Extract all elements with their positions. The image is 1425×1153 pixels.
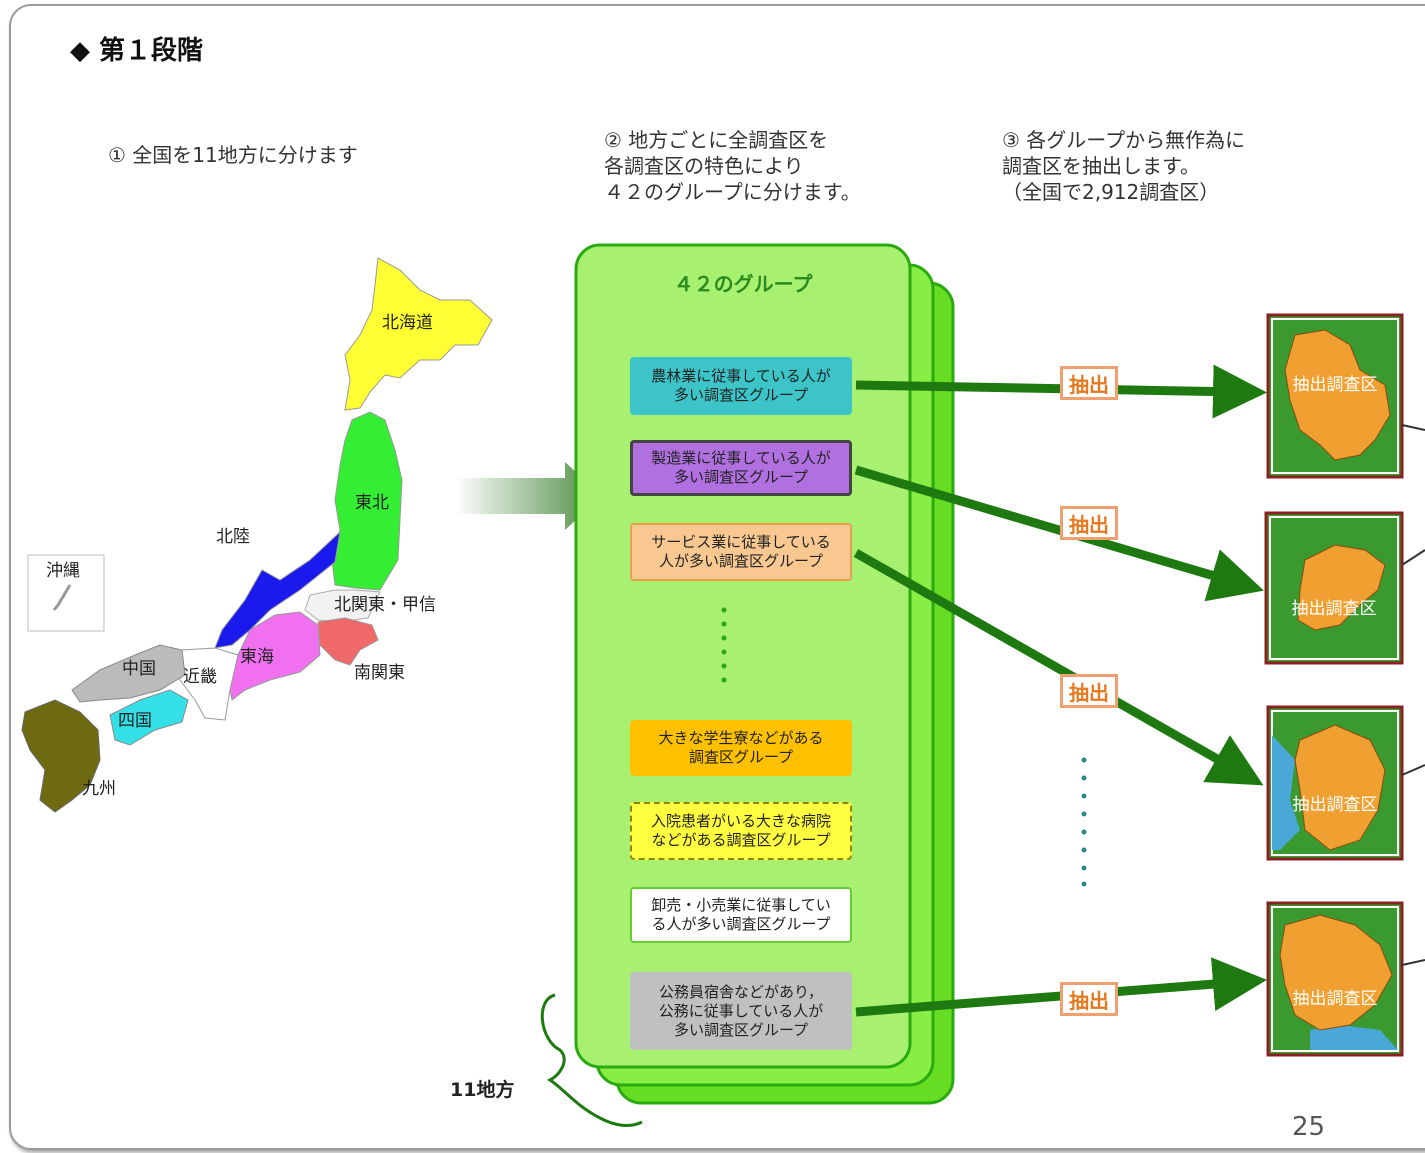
arrow-4 xyxy=(855,957,1267,1017)
japan-map xyxy=(21,257,493,813)
region-chugoku xyxy=(71,644,186,703)
region-minami-kanto xyxy=(317,617,379,666)
extract-ellipsis-dots xyxy=(1081,757,1087,887)
brace-11-regions xyxy=(540,993,643,1127)
group-box-dormitory: 大きな学生寮などがある 調査区グループ xyxy=(630,720,852,776)
label-kinki: 近畿 xyxy=(183,667,217,687)
arrow-2 xyxy=(854,465,1264,602)
stage-title: ◆ 第１段階 xyxy=(70,36,204,66)
extract-badge-3: 抽出 xyxy=(1060,674,1118,708)
sample-label-2: 抽出調査区 xyxy=(1292,599,1377,619)
region-labels: 北海道 東北 北陸 北関東・甲信 南関東 東海 近畿 中国 四国 九州 沖縄 xyxy=(46,313,436,799)
label-tokai: 東海 xyxy=(240,647,274,667)
sample-tile-2: 抽出調査区 xyxy=(1264,511,1404,665)
label-chugoku: 中国 xyxy=(122,659,156,679)
sample-label-1: 抽出調査区 xyxy=(1293,375,1378,395)
label-tohoku: 東北 xyxy=(355,493,389,513)
label-hokkaido: 北海道 xyxy=(382,313,433,333)
group-box-public-service: 公務員宿舎などがあり， 公務に従事している人が 多い調査区グループ xyxy=(630,972,852,1050)
region-okinawa xyxy=(52,584,72,611)
regions-count-label: 11地方 xyxy=(450,1079,515,1101)
group-box-manufacturing: 製造業に従事している人が 多い調査区グループ xyxy=(630,440,852,496)
label-minami-kanto: 南関東 xyxy=(354,663,405,683)
region-tohoku xyxy=(331,411,403,591)
region-kyushu xyxy=(21,699,101,813)
sample-label-4: 抽出調査区 xyxy=(1293,989,1378,1009)
sample-tile-3: 抽出調査区 xyxy=(1266,705,1404,861)
label-shikoku: 四国 xyxy=(118,711,152,731)
sample-tile-1: 抽出調査区 xyxy=(1266,313,1404,479)
extract-badge-1: 抽出 xyxy=(1060,366,1118,400)
big-transition-arrow xyxy=(455,462,602,530)
step-2-text: ② 地方ごとに全調査区を 各調査区の特色により ４２のグループに分けます。 xyxy=(604,128,861,204)
label-hokuriku: 北陸 xyxy=(216,527,250,547)
label-okinawa: 沖縄 xyxy=(46,561,80,581)
group-box-retail: 卸売・小売業に従事してい る人が多い調査区グループ xyxy=(630,887,852,943)
arrow-3 xyxy=(853,549,1264,786)
panel-ellipsis-dots xyxy=(721,607,727,683)
group-box-service: サービス業に従事している 人が多い調査区グループ xyxy=(630,523,852,581)
extract-badge-2: 抽出 xyxy=(1060,506,1118,540)
region-kinki xyxy=(179,647,239,721)
outgoing-lines xyxy=(1401,424,1425,966)
step-1-text: ① 全国を11地方に分けます xyxy=(108,143,358,167)
label-kyushu: 九州 xyxy=(82,779,116,799)
extract-badge-4: 抽出 xyxy=(1060,982,1118,1016)
group-box-agriculture: 農林業に従事している人が 多い調査区グループ xyxy=(630,357,852,415)
page-number: 25 xyxy=(1292,1112,1326,1142)
groups-title: ４２のグループ xyxy=(674,272,814,296)
group-box-hospital: 入院患者がいる大きな病院 などがある調査区グループ xyxy=(630,802,852,860)
arrow-1 xyxy=(855,364,1267,419)
region-shikoku xyxy=(109,689,189,746)
extraction-arrows xyxy=(853,364,1267,1017)
step-3-text: ③ 各グループから無作為に 調査区を抽出します。 （全国で2,912調査区） xyxy=(1002,128,1246,204)
sample-tile-4: 抽出調査区 xyxy=(1266,901,1404,1057)
sample-label-3: 抽出調査区 xyxy=(1293,795,1378,815)
label-kita-kanto: 北関東・甲信 xyxy=(334,595,436,615)
region-hokkaido xyxy=(344,257,493,411)
